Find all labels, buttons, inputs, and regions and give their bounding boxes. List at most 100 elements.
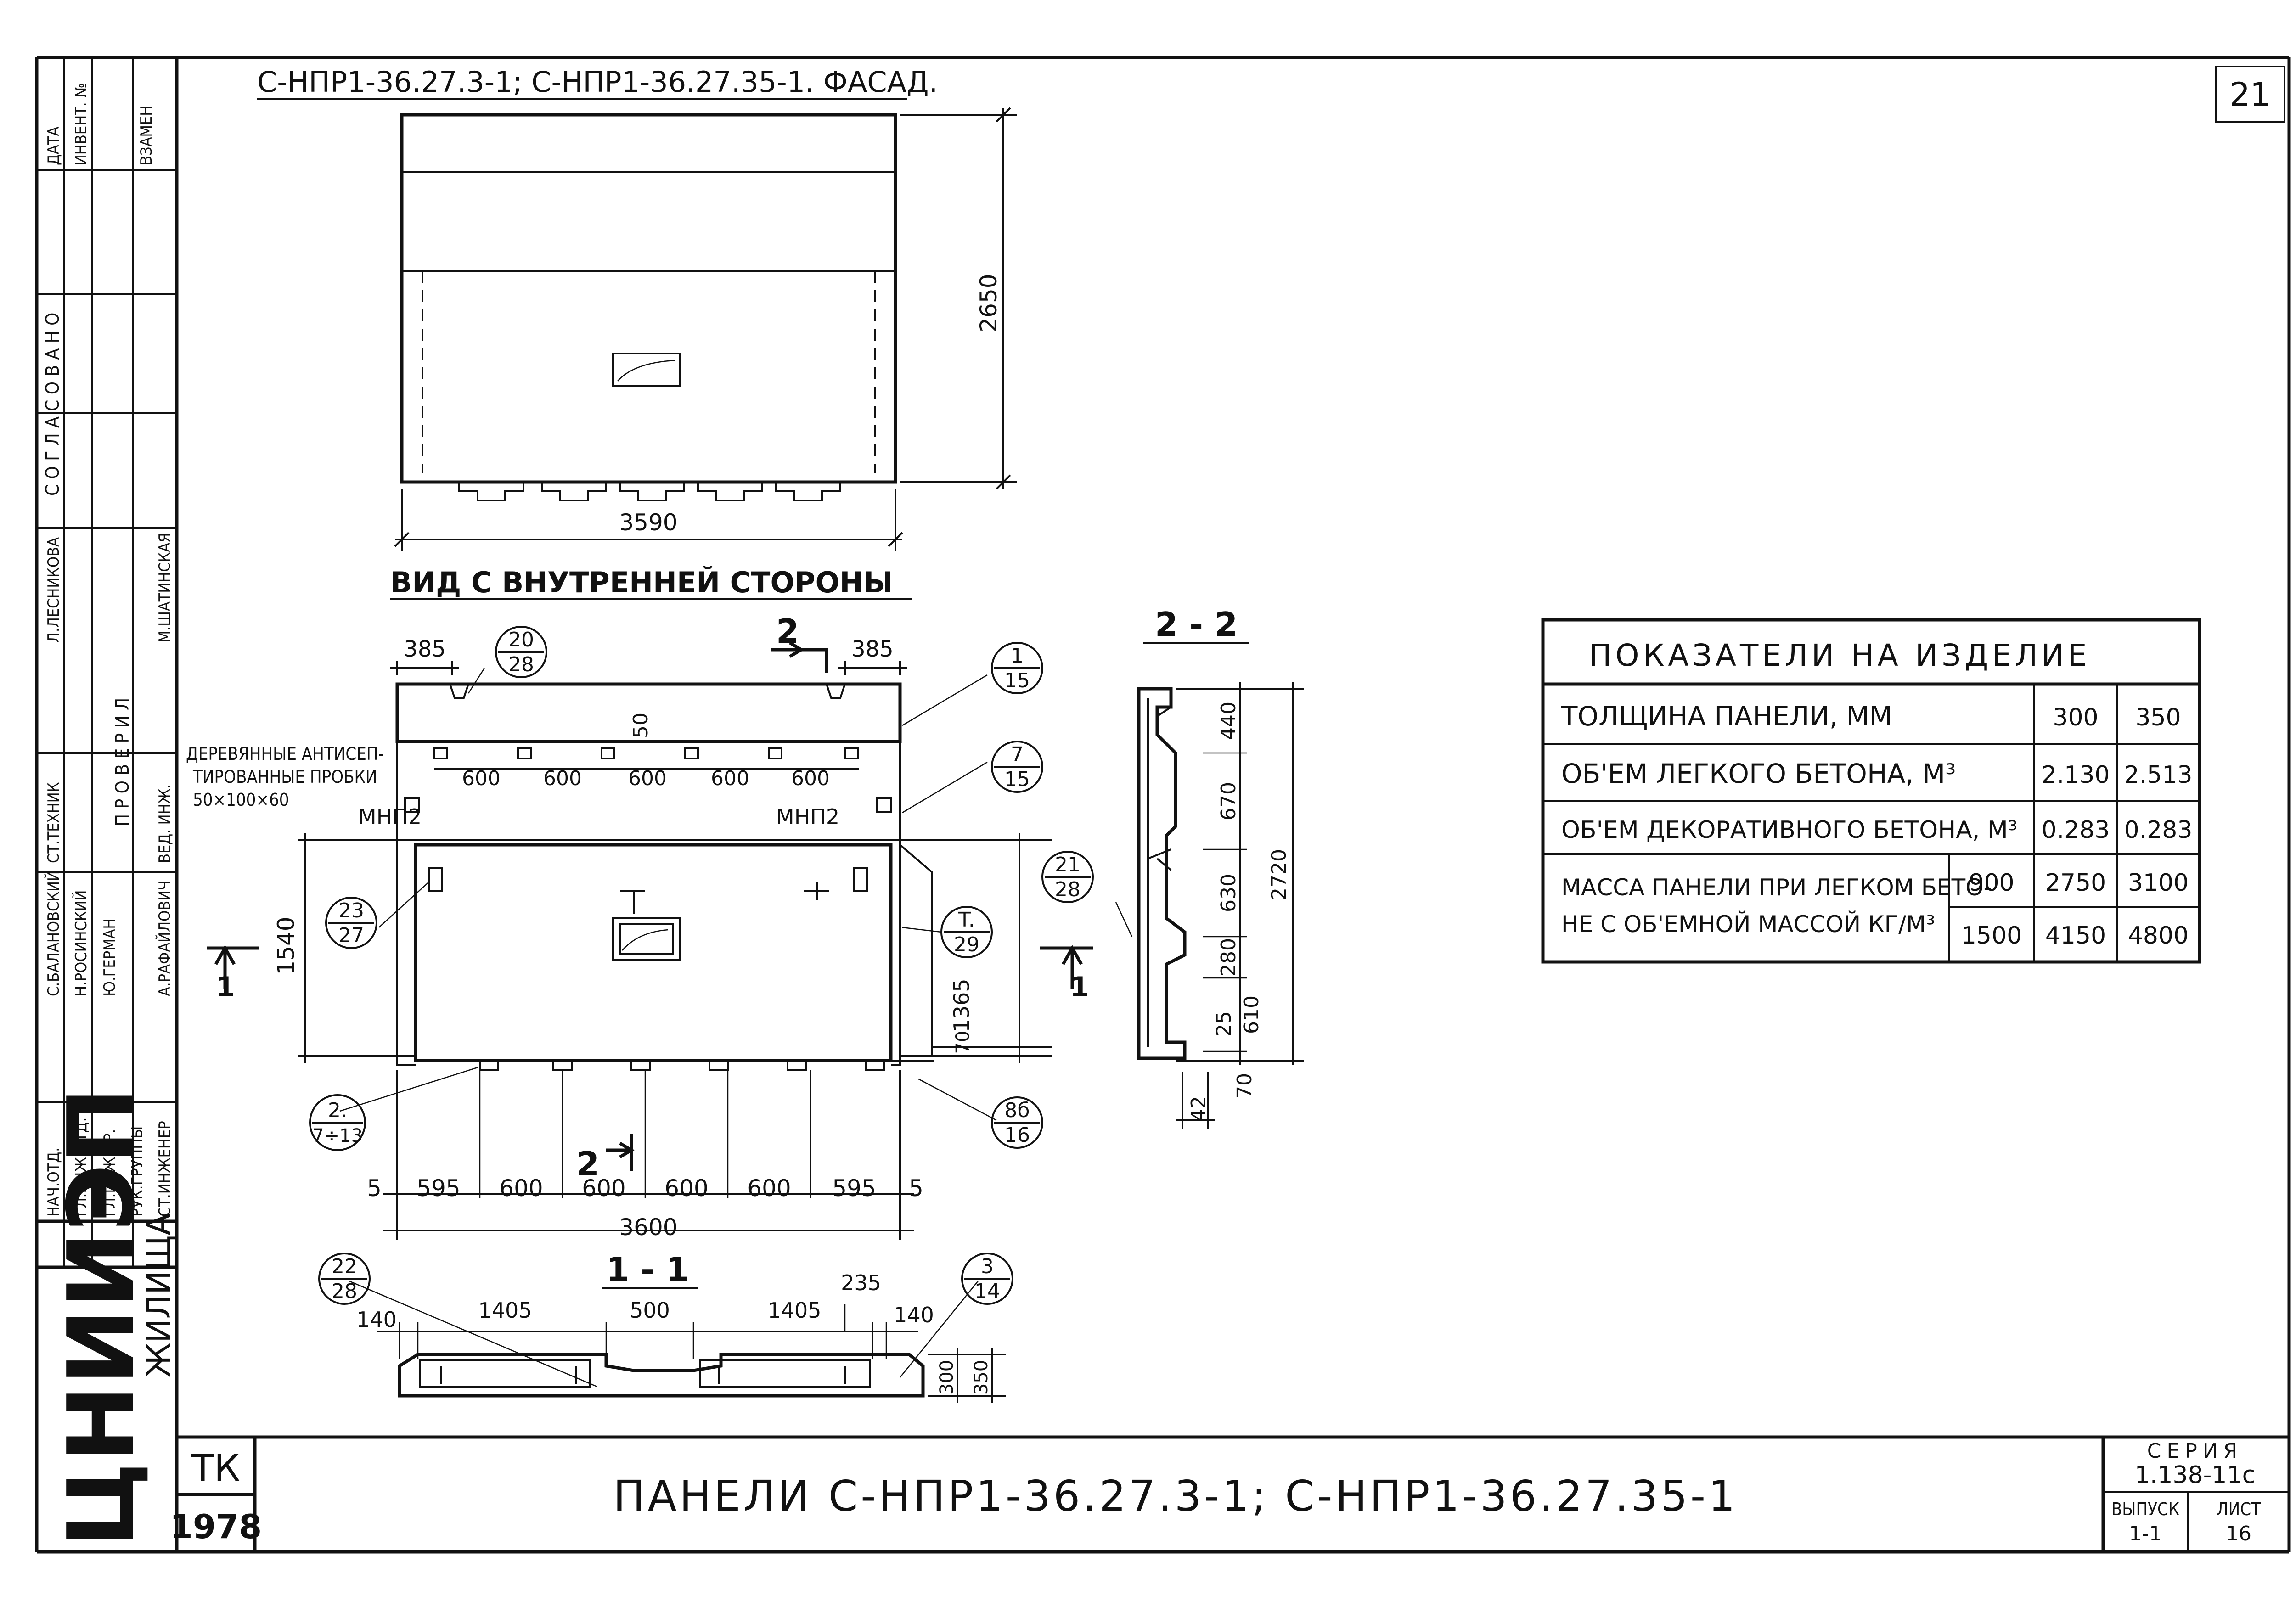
callout-22-28-num: 22 <box>332 1255 357 1278</box>
stamp-role-group: РУК.ГРУППЫ <box>128 1126 146 1217</box>
s22-dim-440: 440 <box>1217 702 1240 740</box>
callout-1-15: 1 15 <box>991 642 1043 694</box>
density-900: 900 <box>1969 869 2014 897</box>
stamp-name-balanovsky: С.БАЛАНОВСКИЙ <box>44 871 63 996</box>
callout-2-7-13: 2. 7÷13 <box>309 1094 366 1151</box>
mass-1500-300: 4150 <box>2045 922 2106 949</box>
title-block <box>177 1435 2289 1552</box>
bottom-dim-595-left: 595 <box>416 1175 460 1202</box>
callout-7-15: 7 15 <box>991 741 1043 793</box>
callout-2-7-13-num: 2. <box>328 1099 347 1122</box>
issue-label: ВЫПУСК <box>2111 1499 2179 1519</box>
s22-dim-280: 280 <box>1217 938 1240 977</box>
callout-t-29: T. 29 <box>940 906 993 958</box>
s22-dim-42: 42 <box>1187 1096 1210 1122</box>
mnp-left: МНП2 <box>358 804 422 829</box>
dim-50: 50 <box>629 713 653 738</box>
mass-900-350: 3100 <box>2128 869 2189 897</box>
callout-22-28-den: 28 <box>332 1280 357 1303</box>
inner-view-title: ВИД С ВНУТРЕННЕЙ СТОРОНЫ <box>390 566 893 599</box>
decor-volume-300: 0.283 <box>2042 816 2110 844</box>
stamp-header-date: ДАТА <box>45 126 63 165</box>
thickness-300: 300 <box>2053 704 2098 731</box>
bottom-dim-600-4: 600 <box>747 1175 791 1202</box>
sheet-frame <box>35 56 2291 1554</box>
org-logo-suffix: ЖИЛИЩА <box>140 1213 178 1377</box>
s22-dim-670: 670 <box>1217 782 1240 820</box>
s11-dim-140-left: 140 <box>356 1307 397 1332</box>
callout-8b-16-num: 8б <box>1004 1099 1030 1122</box>
callout-21-28-num: 21 <box>1055 853 1080 876</box>
indicators-title: ПОКАЗАТЕЛИ НА ИЗДЕЛИЕ <box>1589 638 2090 673</box>
s22-dim-610: 610 <box>1240 995 1263 1034</box>
stamp-role-head: НАЧ.ОТД. <box>45 1147 63 1217</box>
section-1-1-title: 1 - 1 <box>606 1250 689 1289</box>
section-2-mark-top: 2 <box>776 612 799 651</box>
callout-20-28-num: 20 <box>508 628 534 652</box>
bottom-dim-600-1: 600 <box>499 1175 543 1202</box>
callout-1-15-num: 1 <box>1011 644 1024 668</box>
callout-21-28-den: 28 <box>1055 878 1080 901</box>
issue-value: 1-1 <box>2129 1522 2162 1545</box>
dim-70-right: 70 <box>952 1031 974 1054</box>
inner-view <box>207 641 1093 1240</box>
plug-note-line1: ДЕРЕВЯННЫЕ АНТИСЕП- <box>186 744 384 764</box>
light-volume-300: 2.130 <box>2042 761 2110 789</box>
s11-dim-500: 500 <box>630 1298 670 1323</box>
s11-dim-235: 235 <box>841 1270 881 1295</box>
stamp-role-tech: СТ.ТЕХНИК <box>45 782 63 863</box>
stamp-checked: П Р О В Е Р И Л <box>112 698 133 826</box>
thickness-350: 350 <box>2135 704 2181 731</box>
stamp-header-replace: ВЗАМЕН <box>137 106 156 165</box>
plug-dim-5: 600 <box>791 767 830 790</box>
s22-dim-25: 25 <box>1212 1011 1236 1037</box>
s22-total-2720: 2720 <box>1267 849 1291 900</box>
stamp-name-rafailovich: А.РАФАЙЛОВИЧ <box>155 881 174 996</box>
sheet-number: 21 <box>2229 76 2270 113</box>
callout-7-15-num: 7 <box>1011 743 1024 766</box>
s22-dim-70: 70 <box>1233 1073 1256 1099</box>
mass-900-300: 2750 <box>2045 869 2106 897</box>
sheet-value: 16 <box>2226 1522 2251 1545</box>
plug-dim-4: 600 <box>711 767 749 790</box>
stamp-name-leshnikova: Л.ЛЕСНИКОВА <box>45 537 63 643</box>
callout-23-27: 23 27 <box>325 897 377 949</box>
callout-2-7-13-den: 7÷13 <box>312 1125 363 1146</box>
callout-23-27-den: 27 <box>338 924 364 947</box>
stamp-name-shatinskaya: М.ШАТИНСКАЯ <box>156 533 174 643</box>
mnp-right: МНП2 <box>776 804 839 829</box>
stamp-role-chief-dept: ГЛ.ИНЖ.ОТД. <box>72 1118 90 1217</box>
tk-label: ТК <box>191 1447 240 1489</box>
callout-22-28: 22 28 <box>318 1253 371 1305</box>
stamp-role-chief-proj: ГЛ.ИНЖ.ПР. <box>101 1129 119 1217</box>
bottom-dim-5-right: 5 <box>909 1175 923 1202</box>
series-value: 1.138-11с <box>2135 1461 2255 1489</box>
callout-3-14: 3 14 <box>961 1253 1013 1305</box>
callout-23-27-num: 23 <box>338 899 364 922</box>
s11-dim-140-right: 140 <box>894 1303 934 1327</box>
row-thickness-label: ТОЛЩИНА ПАНЕЛИ, ММ <box>1561 701 1892 732</box>
density-1500: 1500 <box>1961 922 2022 949</box>
plug-dim-3: 600 <box>628 767 667 790</box>
s11-thk-300: 300 <box>936 1360 957 1395</box>
plug-note-line2: ТИРОВАННЫЕ ПРОБКИ <box>192 767 377 787</box>
drawing-title: ПАНЕЛИ С-НПР1-36.27.3-1; С-НПР1-36.27.35… <box>613 1472 1738 1521</box>
total-width-3600: 3600 <box>619 1214 677 1241</box>
facade-view <box>394 107 1017 551</box>
section-2-2-title: 2 - 2 <box>1155 605 1238 644</box>
s11-dim-1405-right: 1405 <box>767 1298 821 1323</box>
callout-3-14-den: 14 <box>974 1280 1000 1303</box>
section-1-mark-right: 1 <box>1070 971 1089 1003</box>
indicators-table <box>1541 618 2201 964</box>
org-logo: ЦНИИЭП <box>48 1087 155 1547</box>
mass-1500-350: 4800 <box>2128 922 2189 949</box>
left-stamp <box>37 57 177 1269</box>
decor-volume-350: 0.283 <box>2124 816 2193 844</box>
dim-385-right: 385 <box>851 636 894 662</box>
year-label: 1978 <box>170 1507 262 1546</box>
callout-20-28: 20 28 <box>495 626 547 678</box>
stamp-name-german: Ю.ГЕРМАН <box>101 919 119 997</box>
callout-21-28: 21 28 <box>1041 851 1094 903</box>
s11-dim-1405-left: 1405 <box>478 1298 532 1323</box>
